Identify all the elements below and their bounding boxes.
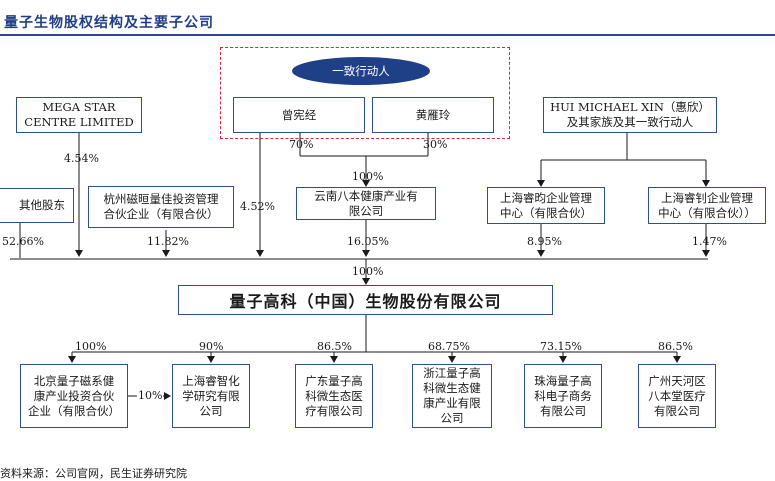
pct-others: 52.66% [2, 235, 44, 248]
holder-others: 其他股东 [0, 188, 74, 223]
source-note: 资料来源：公司官网，民生证券研究院 [0, 467, 187, 480]
pct-hangzhou: 11.82% [147, 235, 189, 248]
subsidiary-3: 广东量子高科微生态医疗有限公司 [295, 364, 373, 428]
pct-zeng-yunnan: 70% [289, 138, 314, 151]
concert-label: 一致行动人 [292, 57, 430, 85]
pct-sub4: 68.75% [428, 340, 470, 353]
holder-hui: HUI MICHAEL XIN（惠欣）及其家族及其一致行动人 [543, 97, 717, 133]
subsidiary-4: 浙江量子高科微生态健康产业有限公司 [412, 364, 492, 428]
pct-zeng-direct: 4.52% [240, 200, 275, 213]
subsidiary-6: 广州天河区八本堂医疗有限公司 [638, 364, 716, 428]
holder-ruiyun: 上海睿昀企业管理中心（有限合伙） [487, 187, 605, 224]
holder-huang: 黄雁玲 [372, 97, 494, 133]
pct-huang-yunnan: 30% [423, 138, 448, 151]
pct-sub3: 86.5% [317, 340, 352, 353]
pct-sub2: 90% [199, 340, 224, 353]
pct-yunnan: 16.05% [347, 235, 389, 248]
pct-main-total: 100% [352, 265, 384, 278]
pct-sub5: 73.15% [540, 340, 582, 353]
page-title: 量子生物股权结构及主要子公司 [4, 15, 214, 31]
title-divider [0, 34, 775, 36]
pct-yunnan-from: 100% [352, 170, 384, 183]
pct-sub1-sub2: 10% [137, 389, 164, 402]
pct-mega: 4.54% [64, 152, 99, 165]
holder-yunnan: 云南八本健康产业有限公司 [296, 187, 436, 220]
pct-sub1: 100% [75, 340, 107, 353]
concert-group-frame [220, 47, 510, 139]
holder-hangzhou: 杭州磁晅量佳投资管理合伙企业（有限合伙） [88, 186, 234, 228]
subsidiary-2: 上海睿智化学研究有限公司 [172, 364, 250, 428]
company-name: 量子高科（中国）生物股份有限公司 [178, 285, 553, 315]
holder-ruizhao: 上海睿钊企业管理中心（有限合伙）） [648, 187, 766, 224]
pct-ruiyun: 8.95% [527, 235, 562, 248]
pct-ruizhao: 1.47% [692, 235, 727, 248]
holder-zeng: 曾宪经 [233, 97, 365, 133]
pct-sub6: 86.5% [658, 340, 693, 353]
subsidiary-1: 北京量子磁系健康产业投资合伙企业（有限合伙） [20, 364, 128, 428]
subsidiary-5: 珠海量子高科电子商务有限公司 [524, 364, 602, 428]
